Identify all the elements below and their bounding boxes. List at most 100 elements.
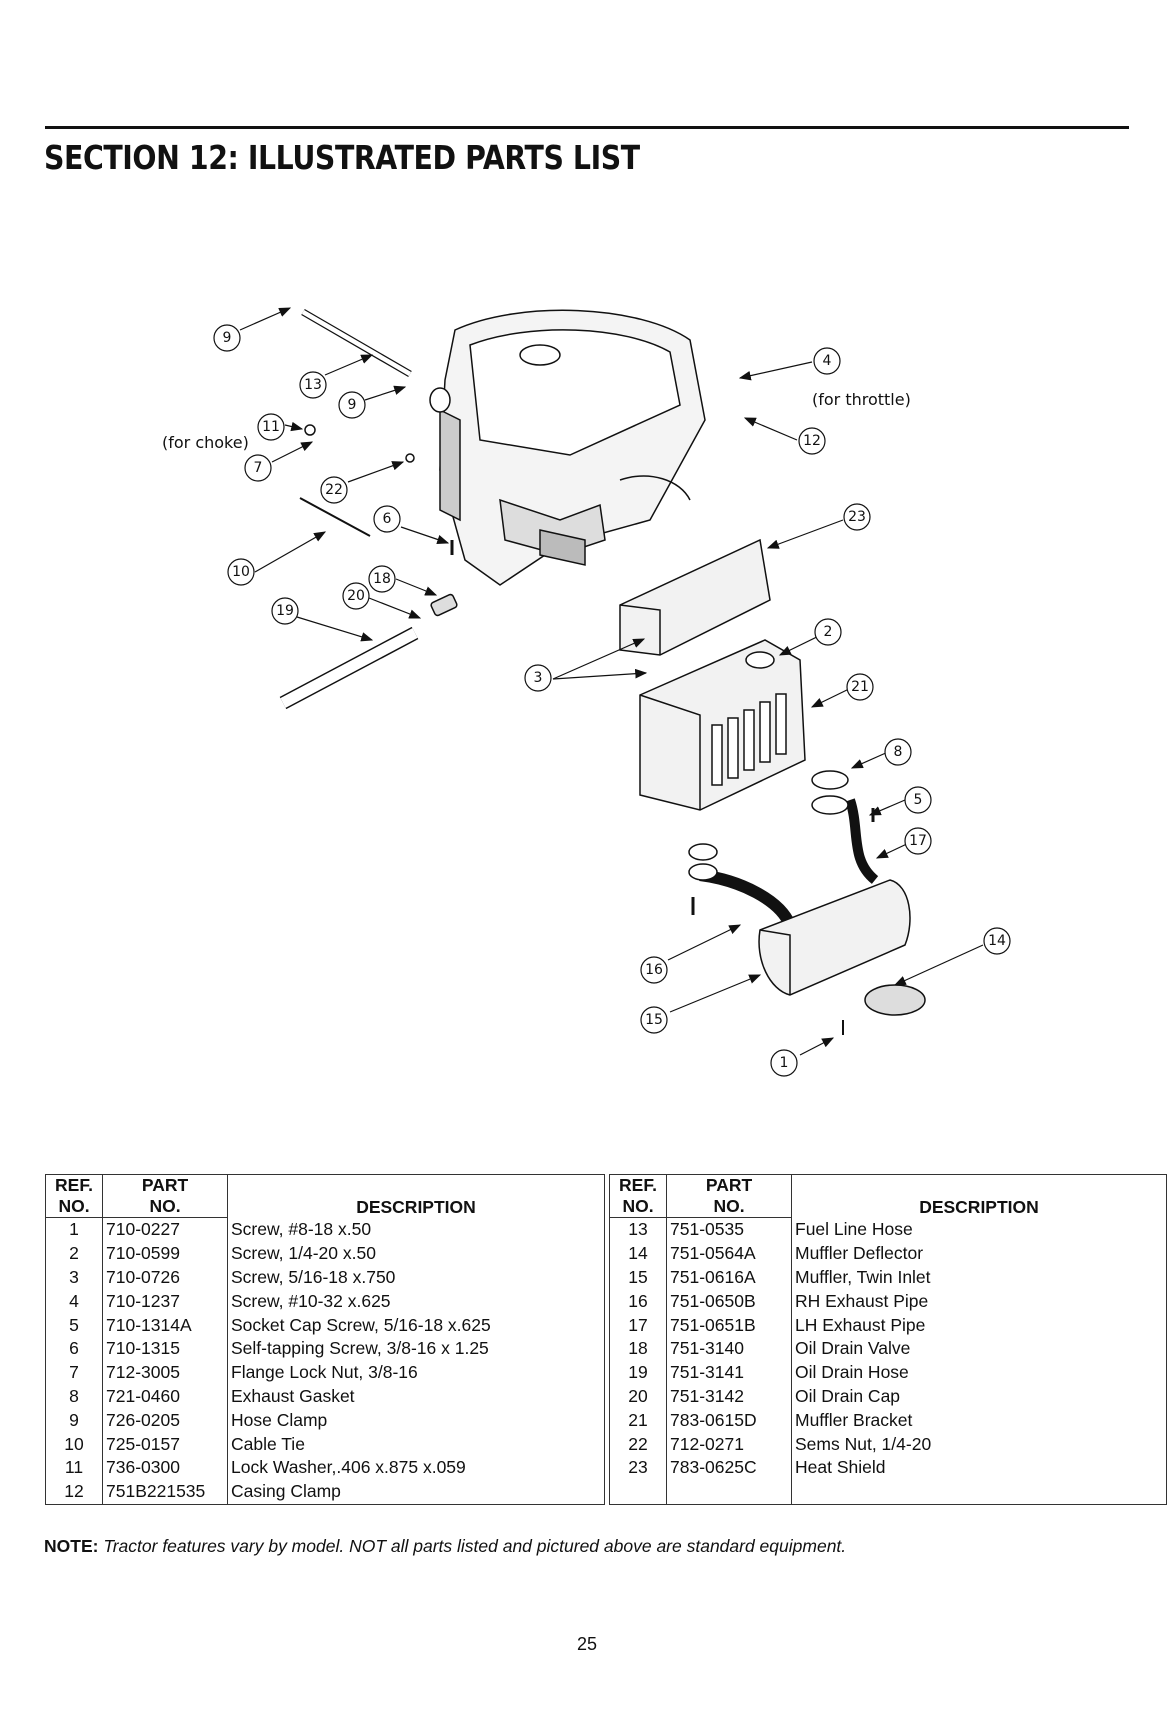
svg-text:12: 12 xyxy=(803,433,821,449)
description-cell xyxy=(791,1479,1167,1505)
header-part-no: NO. xyxy=(102,1196,228,1218)
part-number-cell: 726-0205 xyxy=(102,1408,228,1433)
ref-cell: 9 xyxy=(45,1408,103,1433)
ref-cell: 1 xyxy=(45,1217,103,1242)
callout-12: 12 xyxy=(798,427,826,455)
description-cell: Lock Washer,.406 x.875 x.059 xyxy=(227,1455,605,1480)
part-number-cell: 751-0616A xyxy=(666,1265,792,1290)
description-cell: Casing Clamp xyxy=(227,1479,605,1505)
svg-text:23: 23 xyxy=(848,509,866,525)
callout-3: 3 xyxy=(524,664,552,692)
ref-cell: 11 xyxy=(45,1455,103,1480)
part-number-cell: 751-0651B xyxy=(666,1313,792,1337)
ref-cell: 21 xyxy=(609,1408,667,1433)
part-number-cell: 783-0615D xyxy=(666,1408,792,1433)
ref-cell: 8 xyxy=(45,1384,103,1409)
description-cell: Screw, #8-18 x.50 xyxy=(227,1217,605,1242)
ref-cell: 12 xyxy=(45,1479,103,1505)
description-cell: Screw, #10-32 x.625 xyxy=(227,1289,605,1314)
ref-cell: 22 xyxy=(609,1432,667,1456)
small-parts-illustration xyxy=(279,308,458,710)
svg-text:5: 5 xyxy=(914,792,923,808)
callout-16: 16 xyxy=(640,956,668,984)
ref-cell: 14 xyxy=(609,1241,667,1266)
callout-22: 22 xyxy=(320,476,348,504)
section-title: SECTION 12: ILLUSTRATED PARTS LIST xyxy=(44,138,640,177)
callout-6: 6 xyxy=(373,505,401,533)
callout-1: 1 xyxy=(770,1049,798,1077)
description-cell: Hose Clamp xyxy=(227,1408,605,1433)
svg-text:7: 7 xyxy=(254,460,263,476)
leader-lines xyxy=(239,307,984,1056)
svg-text:19: 19 xyxy=(276,603,294,619)
part-number-cell: 712-0271 xyxy=(666,1432,792,1456)
exploded-parts-diagram: 9 13 9 11 7 22 6 10 18 20 19 4 12 23 3 2… xyxy=(162,307,1011,1077)
callout-5: 5 xyxy=(904,786,932,814)
ref-cell: 3 xyxy=(45,1265,103,1290)
note-text: Tractor features vary by model. NOT all … xyxy=(103,1536,847,1556)
part-number-cell: 736-0300 xyxy=(102,1455,228,1480)
muffler-bracket-illustration xyxy=(639,639,806,811)
svg-text:13: 13 xyxy=(304,377,322,393)
callout-19: 19 xyxy=(271,597,299,625)
description-cell: Screw, 1/4-20 x.50 xyxy=(227,1241,605,1266)
callout-13: 13 xyxy=(299,371,327,399)
callout-11: 11 xyxy=(257,413,285,441)
description-cell: Cable Tie xyxy=(227,1432,605,1456)
header-part-no: NO. xyxy=(666,1196,792,1218)
part-number-cell: 751-0650B xyxy=(666,1289,792,1314)
description-cell: Socket Cap Screw, 5/16-18 x.625 xyxy=(227,1313,605,1337)
callout-18: 18 xyxy=(368,565,396,593)
top-rule xyxy=(45,126,1129,129)
ref-cell: 7 xyxy=(45,1360,103,1385)
ref-cell: 5 xyxy=(45,1313,103,1337)
part-number-cell: 710-1315 xyxy=(102,1336,228,1361)
header-ref-no: NO. xyxy=(45,1196,103,1218)
part-number-cell: 710-0227 xyxy=(102,1217,228,1242)
svg-text:15: 15 xyxy=(645,1012,663,1028)
part-number-cell: 710-0599 xyxy=(102,1241,228,1266)
label-for-throttle: (for throttle) xyxy=(812,390,911,409)
header-description: DESCRIPTION xyxy=(227,1174,605,1218)
callout-21: 21 xyxy=(846,673,874,701)
description-cell: Oil Drain Hose xyxy=(791,1360,1167,1385)
svg-text:3: 3 xyxy=(534,670,543,686)
part-number-cell: 721-0460 xyxy=(102,1384,228,1409)
callout-17: 17 xyxy=(904,827,932,855)
ref-cell: 6 xyxy=(45,1336,103,1361)
callout-14: 14 xyxy=(983,927,1011,955)
description-cell: Oil Drain Cap xyxy=(791,1384,1167,1409)
description-cell: Muffler Deflector xyxy=(791,1241,1167,1266)
description-cell: LH Exhaust Pipe xyxy=(791,1313,1167,1337)
ref-cell: 23 xyxy=(609,1455,667,1480)
svg-text:18: 18 xyxy=(373,571,391,587)
description-cell: RH Exhaust Pipe xyxy=(791,1289,1167,1314)
heat-shield-illustration xyxy=(619,538,771,656)
part-number-cell: 710-0726 xyxy=(102,1265,228,1290)
svg-text:11: 11 xyxy=(262,419,280,435)
header-part: PART xyxy=(102,1174,228,1196)
svg-text:8: 8 xyxy=(894,744,903,760)
callout-9-a: 9 xyxy=(213,324,241,352)
ref-cell xyxy=(609,1479,667,1505)
callout-15: 15 xyxy=(640,1006,668,1034)
callout-2: 2 xyxy=(814,618,842,646)
svg-text:21: 21 xyxy=(851,679,869,695)
callout-8: 8 xyxy=(884,738,912,766)
label-for-choke: (for choke) xyxy=(162,433,249,452)
